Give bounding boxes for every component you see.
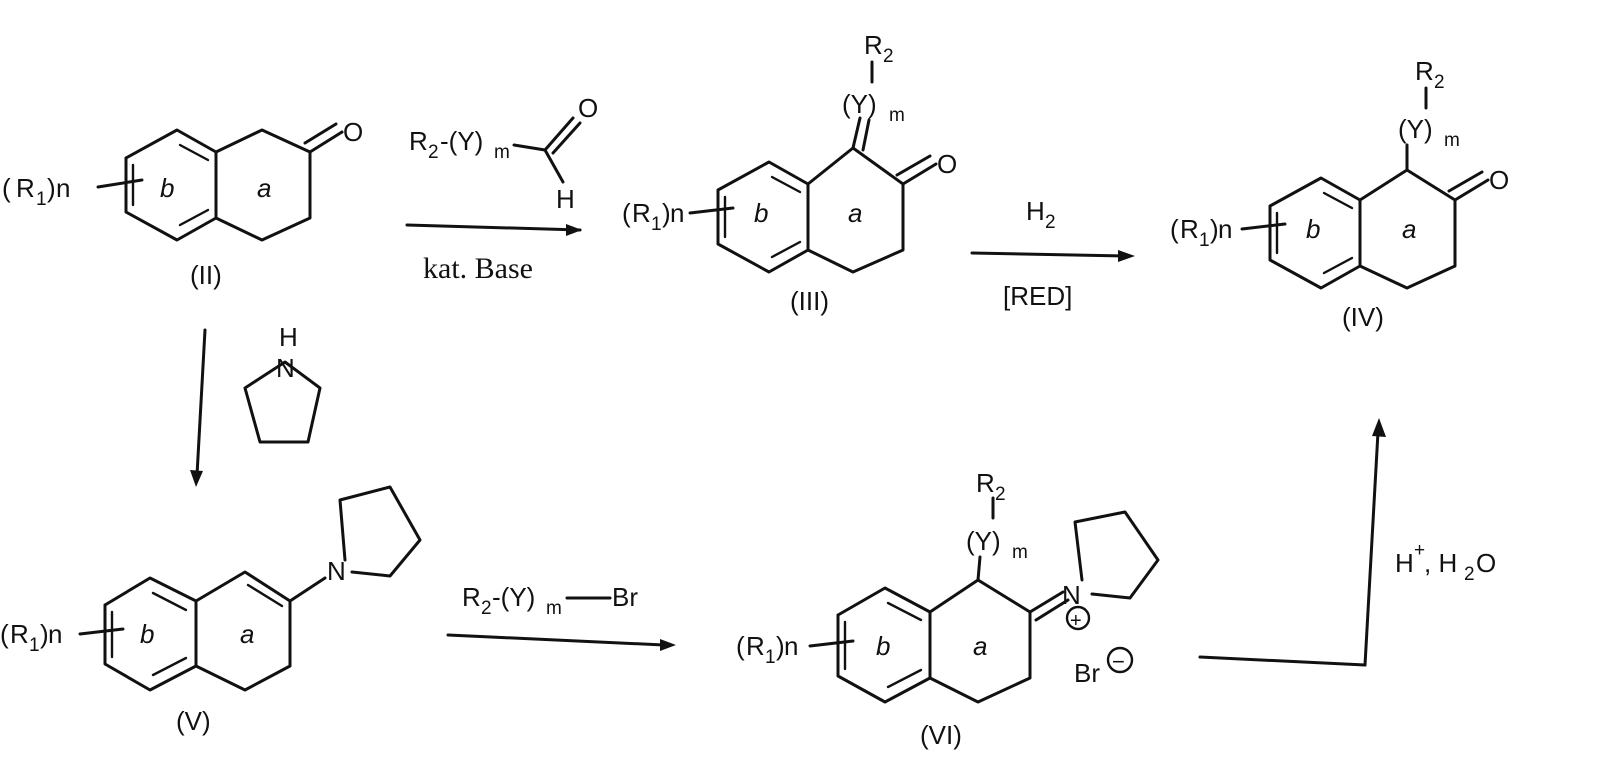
- arrow-v-to-vi: R 2 -(Y) m Br: [448, 582, 676, 651]
- svg-text:m: m: [889, 105, 905, 126]
- compound-v: N ( R 1 ) n b a (V): [0, 487, 420, 736]
- svg-text:, H: , H: [1424, 548, 1457, 578]
- svg-text:1: 1: [29, 635, 40, 656]
- svg-text:m: m: [494, 142, 510, 163]
- pyrrolidine-hydrogen: H: [279, 322, 298, 352]
- svg-text:(: (: [1170, 214, 1179, 244]
- compound-vi: (Y) m R 2 N + Br − ( R 1 ) n b a (VI): [736, 468, 1158, 750]
- svg-text:R: R: [1415, 56, 1434, 86]
- aldehyde-oxygen: O: [578, 93, 598, 123]
- minus-charge: −: [1112, 649, 1125, 674]
- svg-text:O: O: [1489, 165, 1509, 195]
- bromide-reagent: R: [462, 582, 481, 612]
- oxygen-label: O: [343, 117, 363, 147]
- svg-text:(Y): (Y): [966, 526, 1001, 556]
- svg-text:O: O: [937, 149, 957, 179]
- svg-text:(Y): (Y): [842, 89, 877, 119]
- arrow-vi-to-iv: H + , H 2 O: [1200, 418, 1496, 665]
- svg-text:N: N: [1062, 580, 1081, 610]
- svg-text:1: 1: [651, 214, 662, 235]
- svg-text:2: 2: [481, 598, 492, 619]
- r1-label: R: [16, 173, 35, 203]
- svg-text:1: 1: [1199, 230, 1210, 251]
- svg-text:Br: Br: [612, 582, 638, 612]
- svg-text:1: 1: [765, 647, 776, 668]
- svg-text:R: R: [10, 619, 29, 649]
- compound-label-v: (V): [176, 706, 211, 736]
- svg-text:2: 2: [995, 484, 1006, 505]
- catalyst-base-label: kat. Base: [423, 252, 533, 285]
- svg-text:R: R: [746, 631, 765, 661]
- svg-text:2: 2: [1434, 72, 1445, 93]
- svg-text:2: 2: [1464, 564, 1475, 585]
- svg-text:2: 2: [883, 46, 894, 67]
- ring-a-label: a: [257, 173, 271, 203]
- svg-text:b: b: [876, 631, 890, 661]
- svg-text:m: m: [546, 598, 562, 619]
- svg-text:a: a: [1402, 214, 1416, 244]
- svg-text:n: n: [670, 198, 684, 228]
- svg-text:n: n: [784, 631, 798, 661]
- svg-text:b: b: [754, 198, 768, 228]
- svg-text:-(Y): -(Y): [440, 126, 483, 156]
- arrow-iii-to-iv: H 2 [RED]: [972, 196, 1135, 311]
- compound-label-ii: (II): [190, 260, 222, 290]
- svg-text:Br: Br: [1074, 658, 1100, 688]
- svg-text:(: (: [736, 631, 745, 661]
- compound-iii: (Y) m R 2 O ( R 1 ) n b a (III): [622, 30, 957, 316]
- compound-label-iv: (IV): [1342, 302, 1384, 332]
- svg-text:b: b: [140, 619, 154, 649]
- svg-text:N: N: [327, 556, 346, 586]
- svg-text:(: (: [622, 198, 631, 228]
- svg-text:a: a: [240, 619, 254, 649]
- compound-iv: (Y) m R 2 O ( R 1 ) n b a (IV): [1170, 56, 1509, 332]
- svg-text:R: R: [864, 30, 883, 60]
- svg-text:a: a: [973, 631, 987, 661]
- svg-text:n: n: [1218, 214, 1232, 244]
- svg-text:2: 2: [1045, 212, 1056, 233]
- svg-text:1: 1: [36, 189, 47, 210]
- compound-label-vi: (VI): [920, 720, 962, 750]
- svg-text:m: m: [1012, 542, 1028, 563]
- compound-ii: O R ( 1 ) n b a (II): [2, 117, 363, 290]
- svg-text:-(Y): -(Y): [492, 582, 535, 612]
- svg-text:O: O: [1476, 548, 1496, 578]
- svg-text:(Y): (Y): [1398, 114, 1433, 144]
- aldehyde-reagent: R: [409, 126, 428, 156]
- svg-text:2: 2: [428, 142, 439, 163]
- compound-label-iii: (III): [790, 286, 829, 316]
- arrow-ii-to-iii: R 2 -(Y) m O H kat. Base: [407, 93, 598, 285]
- acid-water-label: H: [1395, 548, 1414, 578]
- pyrrolidine-nitrogen: N: [276, 353, 295, 383]
- svg-text:m: m: [1444, 130, 1460, 151]
- plus-charge: +: [1070, 610, 1082, 632]
- hydrogen-reagent: H: [1026, 196, 1045, 226]
- svg-text:R: R: [976, 468, 995, 498]
- svg-text:): ): [47, 173, 56, 203]
- svg-text:a: a: [848, 198, 862, 228]
- aldehyde-hydrogen: H: [556, 184, 575, 214]
- svg-text:n: n: [48, 619, 62, 649]
- svg-text:b: b: [1306, 214, 1320, 244]
- svg-text:(: (: [2, 173, 11, 203]
- ring-b-label: b: [160, 173, 174, 203]
- svg-text:R: R: [1180, 214, 1199, 244]
- arrow-ii-to-v: N H: [190, 322, 320, 487]
- svg-text:R: R: [632, 198, 651, 228]
- svg-text:n: n: [56, 173, 70, 203]
- svg-text:(: (: [0, 619, 9, 649]
- reduction-label: [RED]: [1003, 281, 1072, 311]
